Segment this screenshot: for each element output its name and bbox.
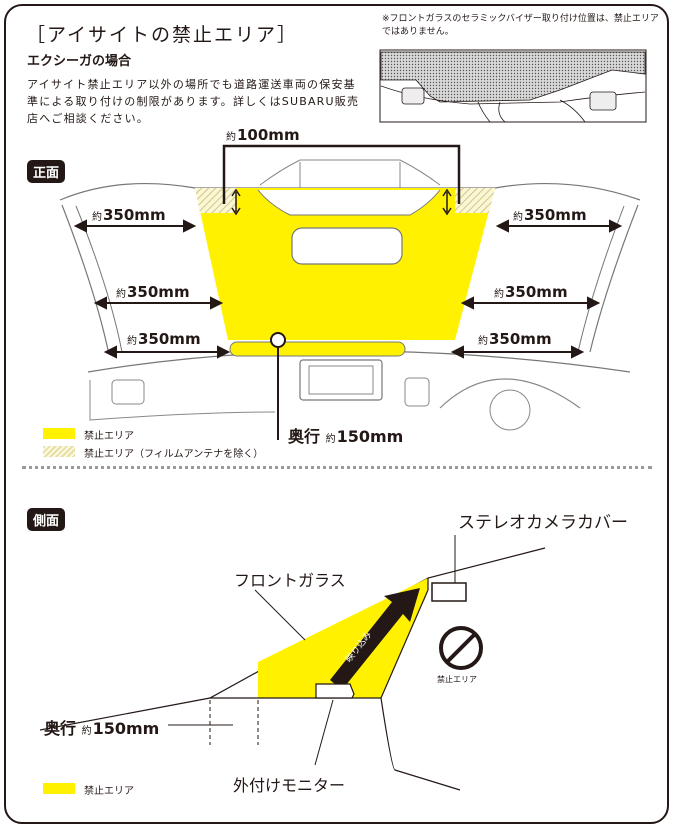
steering-wheel (439, 378, 581, 409)
upper-left-width-label: 約350mm (92, 206, 166, 224)
visor-note: ※フロントガラスのセラミックバイザー取り付け位置は、禁止エリアではありません。 (382, 14, 659, 37)
prohibited-area-side (258, 578, 428, 698)
front-glass-leader (254, 589, 306, 641)
film-antenna-zone-left (195, 188, 236, 213)
ceramic-visor (380, 51, 646, 103)
top-width-label: 約100mm (226, 126, 300, 144)
legend-hatched-swatch (43, 446, 75, 457)
legend-yellow-swatch (43, 428, 75, 439)
prohibited-sign-icon (439, 626, 483, 670)
depth-point (270, 332, 286, 348)
front-view-tag: 正面 (27, 160, 66, 183)
side-legend-yellow-swatch (43, 783, 75, 794)
front-glass-label: フロントガラス (234, 571, 346, 590)
stereo-camera-cover (431, 582, 467, 602)
external-monitor-label: 外付けモニター (233, 776, 346, 795)
legend-hatched-label: 禁止エリア（フィルムアンテナを除く） (84, 449, 264, 460)
external-monitor (315, 683, 355, 699)
page-title: ［アイサイトの禁止エリア］ (26, 24, 299, 46)
left-pillar (61, 204, 109, 351)
lower-left-width-label: 約350mm (127, 330, 201, 348)
section-divider (22, 466, 652, 469)
page-subtitle: エクシーガの場合 (27, 54, 132, 69)
lower-right-width-label: 約350mm (478, 330, 552, 348)
middle-right-width-label: 約350mm (494, 283, 568, 301)
monitor-leader (314, 699, 334, 766)
width-arrows (73, 219, 623, 359)
film-antenna-zone-right (455, 188, 495, 213)
reflection-arrow (330, 588, 420, 690)
top-width-bracket (222, 144, 461, 204)
side-legend-yellow-label: 禁止エリア (84, 786, 134, 797)
middle-left-width-label: 約350mm (116, 283, 190, 301)
legend-yellow-label: 禁止エリア (84, 431, 134, 442)
side-depth-label: 奥行 約150mm (44, 719, 160, 738)
front-depth-label: 奥行 約150mm (288, 427, 404, 446)
prohibited-sign-label: 禁止エリア (437, 675, 477, 684)
description-text: アイサイト禁止エリア以外の場所でも道路運送車両の保安基準による取り付けの制限があ… (27, 78, 360, 125)
upper-right-width-label: 約350mm (513, 206, 587, 224)
side-view-tag: 側面 (27, 508, 66, 531)
right-pillar (589, 204, 639, 353)
stereo-camera-cover-label: ステレオカメラカバー (458, 513, 628, 533)
page-frame (4, 4, 669, 824)
